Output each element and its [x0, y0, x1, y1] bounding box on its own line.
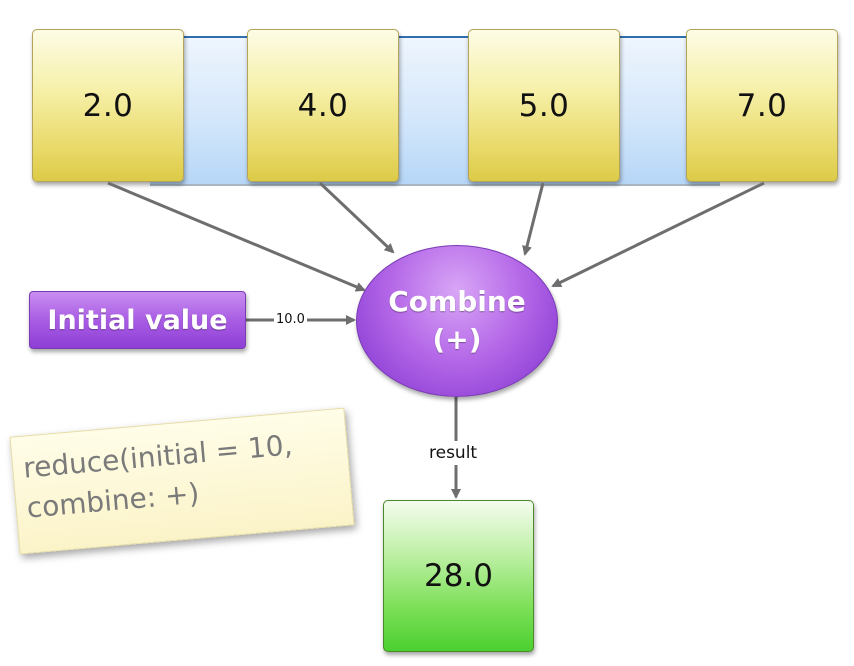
input-value-box-2: 4.0: [247, 29, 399, 182]
arrow-input-4-to-combine: [551, 181, 765, 288]
input-value-3: 5.0: [518, 87, 570, 124]
initial-value-label: Initial value: [47, 304, 228, 336]
initial-edge-label: 10.0: [274, 312, 307, 327]
combine-operator: (+): [432, 323, 482, 356]
initial-value-node: Initial value: [29, 291, 246, 349]
combine-node: Combine (+): [356, 245, 558, 397]
arrow-input-1-to-combine: [107, 181, 366, 292]
input-value-box-1: 2.0: [32, 29, 184, 182]
input-array-strip: [150, 36, 720, 186]
combine-title: Combine: [388, 285, 526, 318]
input-value-4: 7.0: [736, 87, 788, 124]
result-value-box: 28.0: [383, 500, 534, 652]
result-edge-label: result: [427, 441, 480, 465]
result-value: 28.0: [423, 558, 494, 594]
input-value-box-3: 5.0: [468, 29, 620, 182]
input-value-2: 4.0: [297, 87, 349, 124]
arrow-input-2-to-combine: [318, 181, 395, 254]
input-value-box-4: 7.0: [686, 29, 838, 182]
input-value-1: 2.0: [82, 87, 134, 124]
arrow-input-3-to-combine: [522, 182, 545, 256]
